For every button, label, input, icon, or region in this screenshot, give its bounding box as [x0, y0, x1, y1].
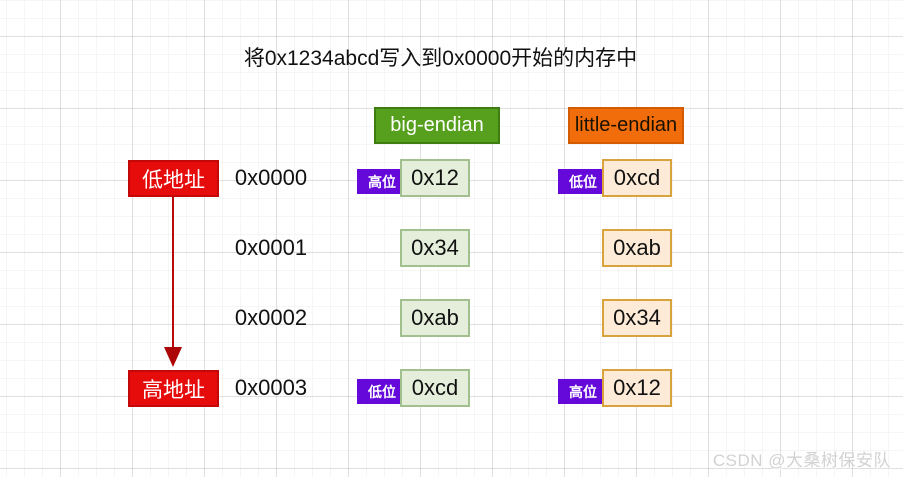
memory-row-0x0000: 0x0000 高位 0x12 低位 0xcd: [0, 159, 903, 199]
low-address-marker: 低地址: [128, 160, 219, 197]
little-endian-memory-cell: 0xab: [602, 229, 672, 267]
csdn-watermark: CSDN @大桑树保安队: [712, 451, 891, 470]
big-endian-header: big-endian: [374, 107, 500, 144]
address-label: 0x0003: [234, 375, 308, 400]
little-endian-memory-cell: 0x12: [602, 369, 672, 407]
little-endian-memory-cell: 0xcd: [602, 159, 672, 197]
little-endian-header: little-endian: [568, 107, 684, 144]
big-endian-memory-cell: 0xab: [400, 299, 470, 337]
high-address-marker: 高地址: [128, 370, 219, 407]
address-direction-arrow-line: [172, 197, 174, 348]
byte-significance-tag: 高位: [558, 379, 608, 404]
big-endian-memory-cell: 0x34: [400, 229, 470, 267]
byte-significance-tag: 低位: [357, 379, 407, 404]
memory-row-0x0002: 0x0002 0xab 0x34: [0, 299, 903, 339]
byte-significance-tag: 高位: [357, 169, 407, 194]
diagram-title: 将0x1234abcd写入到0x0000开始的内存中: [243, 47, 638, 70]
little-endian-memory-cell: 0x34: [602, 299, 672, 337]
address-label: 0x0002: [234, 305, 308, 330]
big-endian-memory-cell: 0x12: [400, 159, 470, 197]
big-endian-memory-cell: 0xcd: [400, 369, 470, 407]
memory-row-0x0001: 0x0001 0x34 0xab: [0, 229, 903, 269]
byte-significance-tag: 低位: [558, 169, 608, 194]
address-label: 0x0001: [234, 235, 308, 260]
address-direction-arrow-head-icon: [164, 347, 182, 367]
address-label: 0x0000: [234, 165, 308, 190]
memory-row-0x0003: 0x0003 低位 0xcd 高位 0x12: [0, 369, 903, 409]
